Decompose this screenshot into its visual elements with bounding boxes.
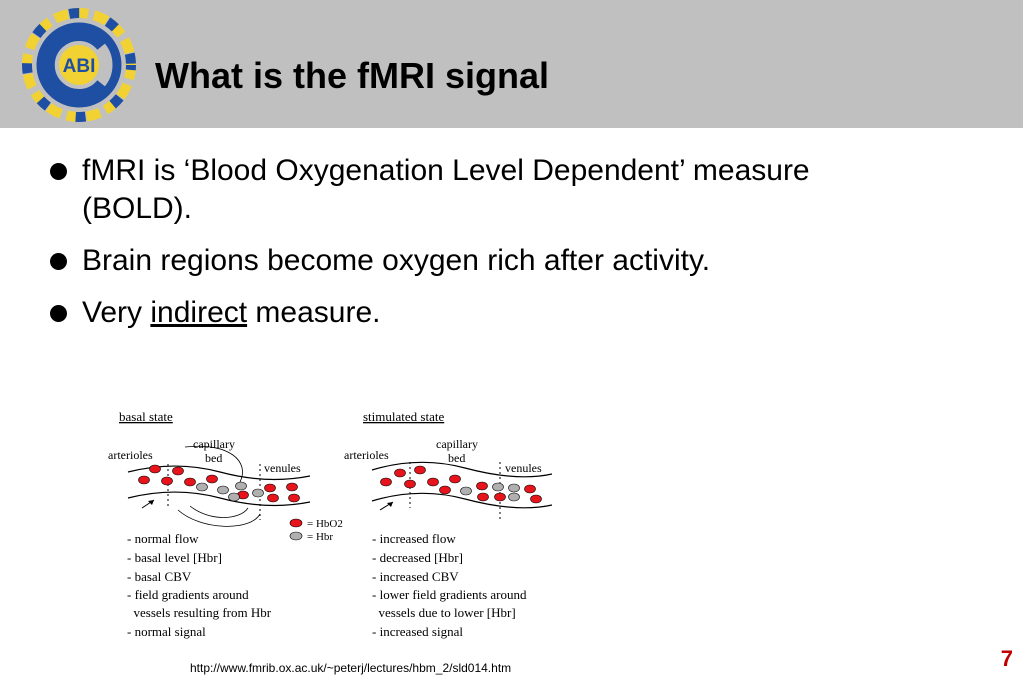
basal-note: vessels resulting from Hbr	[127, 605, 272, 620]
bullet-dot-icon	[50, 253, 67, 270]
bullet-list: fMRI is ‘Blood Oxygenation Level Depende…	[50, 152, 850, 346]
source-url[interactable]: http://www.fmrib.ox.ac.uk/~peterj/lectur…	[190, 661, 512, 675]
stimulated-note: - lower field gradients around	[372, 587, 527, 602]
stimulated-venules-label: venules	[505, 461, 542, 475]
stimulated-red-cells	[380, 465, 542, 504]
stimulated-note: vessels due to lower [Hbr]	[372, 605, 516, 620]
slide-title: What is the fMRI signal	[155, 55, 550, 96]
stimulated-capillary-label: capillary	[436, 437, 478, 451]
basal-note: - basal level [Hbr]	[127, 550, 222, 565]
basal-note: - basal CBV	[127, 569, 192, 584]
basal-red-cells	[138, 464, 300, 503]
legend-hbr-swatch	[289, 531, 303, 541]
bullet-item: Very indirect measure.	[50, 294, 850, 332]
basal-note: - normal signal	[127, 624, 206, 639]
basal-venules-label: venules	[264, 461, 301, 475]
bullet-item: Brain regions become oxygen rich after a…	[50, 242, 850, 280]
stimulated-notes: - increased flow - decreased [Hbr] - inc…	[372, 531, 527, 639]
legend-hbo2-label: = HbO2	[307, 518, 343, 530]
bullet-item: fMRI is ‘Blood Oxygenation Level Depende…	[50, 152, 850, 228]
basal-capillary-label: capillary	[193, 437, 235, 451]
basal-arrow-head-icon	[148, 500, 154, 505]
stimulated-note: - increased CBV	[372, 569, 459, 584]
stimulated-bed-label: bed	[448, 451, 465, 465]
logo-text: ABI	[63, 56, 96, 77]
bold-diagram: basal state arterioles capillary bed ven…	[100, 402, 570, 647]
stimulated-note: - increased signal	[372, 624, 463, 639]
page-number: 7	[1000, 646, 1013, 671]
basal-arterioles-label: arterioles	[108, 448, 153, 462]
basal-field-lines	[177, 445, 261, 527]
bullet-dot-icon	[50, 305, 67, 322]
legend-hbr-label: = Hbr	[307, 531, 333, 543]
slide-header: ABI What is the fMRI signal	[0, 0, 1023, 128]
stimulated-note: - increased flow	[372, 531, 456, 546]
stimulated-arterioles-label: arterioles	[344, 448, 389, 462]
abi-logo: ABI	[22, 8, 136, 122]
basal-bed-label: bed	[205, 451, 222, 465]
basal-vessel-bottom	[127, 491, 311, 507]
bullet-prefix: Very	[82, 296, 151, 329]
basal-note: - field gradients around	[127, 587, 249, 602]
bullet-text: Brain regions become oxygen rich after a…	[82, 244, 711, 277]
stimulated-arrow-head-icon	[387, 502, 393, 507]
basal-note: - normal flow	[127, 531, 199, 546]
bullet-suffix: measure.	[247, 296, 381, 329]
stimulated-note: - decreased [Hbr]	[372, 550, 463, 565]
stimulated-vessel-top	[371, 461, 553, 478]
stimulated-grey-cells	[460, 482, 520, 502]
stimulated-heading: stimulated state	[363, 409, 444, 424]
bullet-underlined-word: indirect	[150, 296, 248, 329]
bullet-text: fMRI is ‘Blood Oxygenation Level Depende…	[82, 154, 810, 225]
basal-heading: basal state	[119, 409, 173, 424]
bullet-dot-icon	[50, 163, 67, 180]
basal-grey-cells	[196, 481, 264, 502]
basal-notes: - normal flow - basal level [Hbr] - basa…	[127, 531, 272, 639]
stimulated-vessel-bottom	[371, 492, 553, 509]
legend-hbo2-swatch	[289, 518, 303, 528]
